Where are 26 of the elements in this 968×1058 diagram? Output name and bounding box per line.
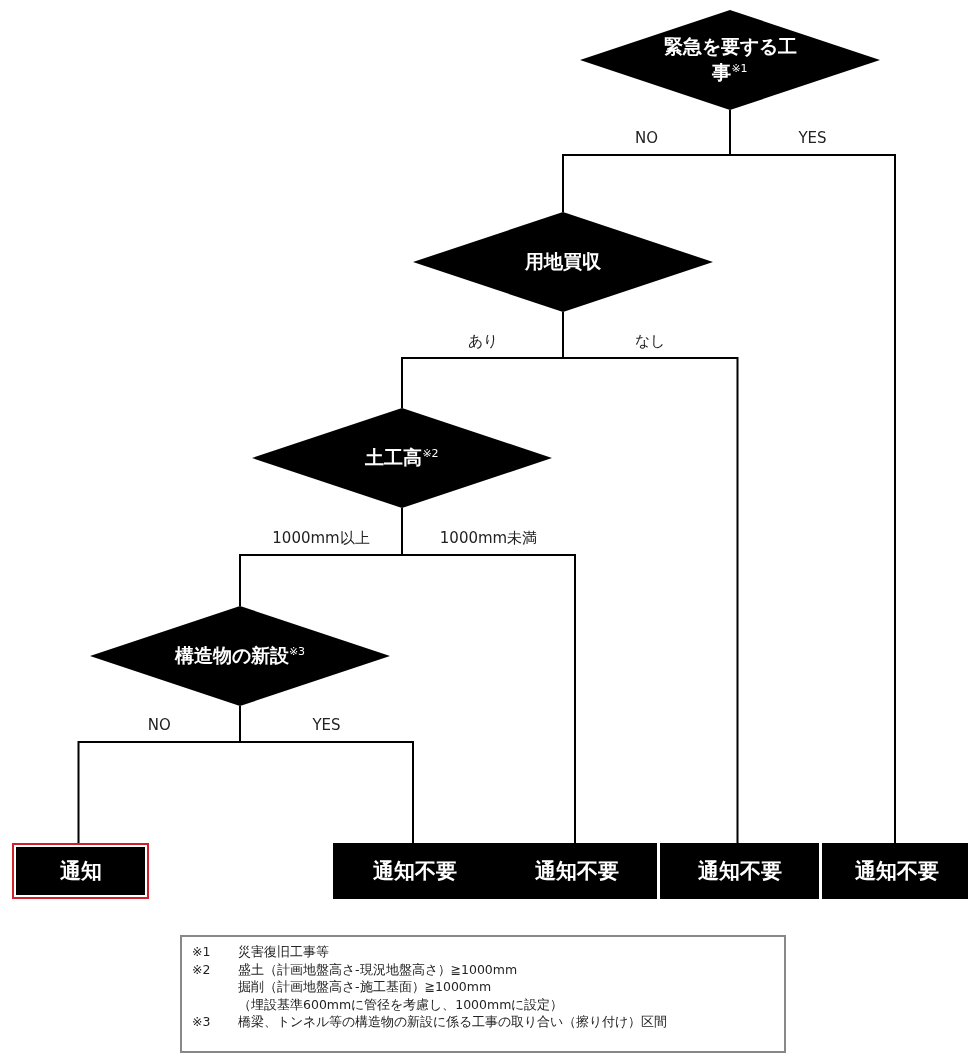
note-mark: ※1 xyxy=(192,943,212,961)
connector-line xyxy=(239,705,414,844)
note-text: 橋梁、トンネル等の構造物の新設に係る工事の取り合い（擦り付け）区間 xyxy=(238,1013,668,1031)
note-text: 掘削（計画地盤高さ-施工基面）≧1000mm xyxy=(238,978,493,996)
note-text: 盛土（計画地盤高さ-現況地盤高さ）≧1000mm xyxy=(238,960,519,978)
edge-label: 1000mm未満 xyxy=(439,529,538,548)
result-box: 通知不要 xyxy=(660,843,819,899)
decision-text: 土工高$^{※2}$ xyxy=(365,445,439,471)
decision-text: 用地買収 xyxy=(525,249,601,275)
edge-label: 1000mm以上 xyxy=(272,529,370,548)
result-box: 通知 xyxy=(12,843,149,899)
note-text: 災害復旧工事等 xyxy=(238,943,330,961)
note-text: （埋設基準600mmに管径を考慮し、1000mmに設定） xyxy=(238,995,565,1013)
decision-text: 緊急を要する工事$^{※1}$ xyxy=(662,34,798,85)
edge-label: あり xyxy=(467,332,498,351)
edge-label: YES xyxy=(312,716,341,734)
result-box: 通知不要 xyxy=(822,843,968,899)
edge-label: YES xyxy=(798,129,827,147)
result-box: 通知不要 xyxy=(333,843,497,899)
edge-label: NO xyxy=(635,129,658,147)
result-box: 通知不要 xyxy=(497,843,657,899)
note-mark: ※3 xyxy=(192,1013,212,1031)
edge-label: NO xyxy=(147,716,171,734)
decision-text: 構造物の新設$^{※3}$ xyxy=(174,643,306,669)
note-mark: ※2 xyxy=(192,960,212,978)
edge-label: なし xyxy=(635,332,666,351)
